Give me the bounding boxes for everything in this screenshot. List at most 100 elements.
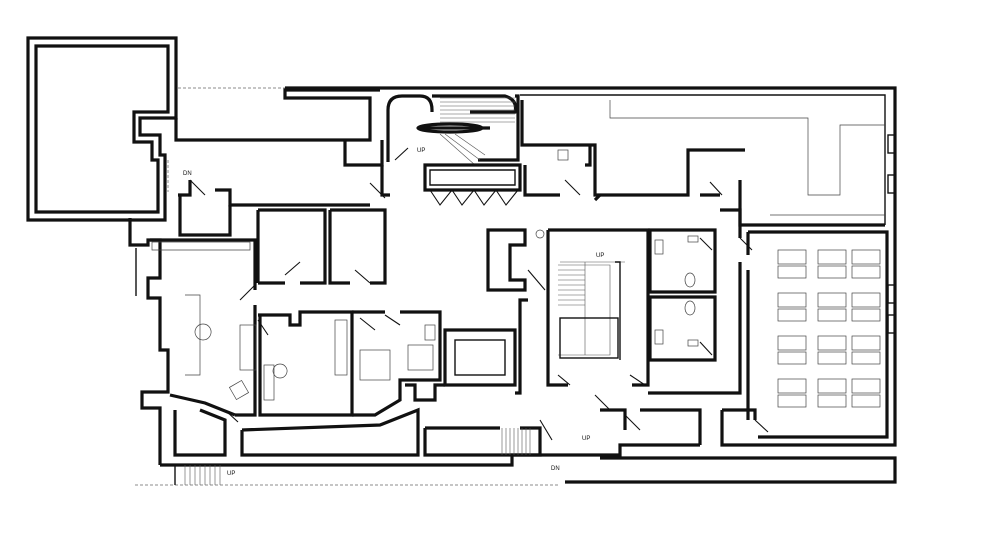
core-west-room <box>486 228 527 292</box>
sw-stair-treads <box>501 428 531 455</box>
reception-room <box>443 328 517 387</box>
north-stair-well <box>416 122 484 134</box>
door-14 <box>709 181 723 196</box>
doors <box>189 147 769 441</box>
door-18 <box>539 419 553 441</box>
door-15 <box>699 237 713 251</box>
restroom-2-fixtures <box>654 300 699 347</box>
reception-inner <box>454 339 506 376</box>
ne-room-a-right <box>585 145 592 167</box>
door-13 <box>564 179 581 196</box>
door-7 <box>257 319 269 336</box>
core-stair-enclosure <box>546 228 650 387</box>
ne-corridor-south <box>593 180 885 227</box>
office-c-shelf <box>424 324 436 341</box>
vestibule-east <box>380 165 390 197</box>
south-outer-wall <box>160 443 700 467</box>
central-core <box>486 208 742 395</box>
west-offices <box>150 238 442 417</box>
door-1 <box>189 179 206 196</box>
center-south <box>405 328 757 447</box>
exterior-walls <box>26 36 897 484</box>
door-10 <box>527 269 546 291</box>
door-6 <box>354 269 371 284</box>
sw-room-1 <box>173 408 227 457</box>
door-16 <box>699 341 713 356</box>
north-stair-fold-doors <box>429 189 519 206</box>
ne-counter <box>609 100 885 196</box>
door-3 <box>394 147 409 161</box>
ne-room-a-sink <box>557 149 569 161</box>
door-17 <box>739 237 753 251</box>
ne-room-a <box>520 100 745 197</box>
labels: DN UP UP UP UP DN <box>183 148 604 477</box>
corridor-west-room <box>178 180 370 207</box>
ne-room-a-left <box>523 165 560 197</box>
small-room-west <box>178 195 232 237</box>
restroom-2 <box>648 295 717 362</box>
door-22 <box>224 409 239 423</box>
label-dn-west: DN <box>183 171 192 177</box>
classroom-seats <box>777 249 881 408</box>
north-stair-base-inner <box>429 169 516 186</box>
door-8 <box>359 317 376 331</box>
door-5 <box>284 261 301 276</box>
sw-exterior-stair <box>135 465 560 486</box>
north-inner-line <box>520 94 886 225</box>
sw-room-2 <box>240 407 420 457</box>
nw-block-outer <box>26 36 178 222</box>
west-bay-wall <box>128 218 170 465</box>
sw-stair-room <box>423 426 542 457</box>
label-up-sw-stair: UP <box>227 471 235 477</box>
closet-room <box>328 208 387 285</box>
office-b-sink <box>272 363 288 379</box>
office-a-desk <box>239 324 257 371</box>
nw-rooms <box>178 140 390 285</box>
label-dn-south: DN <box>551 466 560 472</box>
north-stair-base <box>423 163 522 192</box>
office-c-wall <box>352 310 442 417</box>
vestibule-ne <box>343 140 384 167</box>
sw-rooms <box>135 407 560 486</box>
office-b-desk <box>263 364 275 401</box>
center-south-wall <box>405 383 445 402</box>
core-wall-fixture <box>535 229 545 239</box>
north-stair <box>386 94 522 206</box>
door-9 <box>384 314 401 326</box>
office-c-desk <box>359 349 391 381</box>
office-a-counter <box>151 241 251 376</box>
office-a-wall <box>150 238 257 417</box>
dashed-lines <box>167 87 285 192</box>
ne-windows <box>887 134 896 334</box>
door-20 <box>624 414 641 431</box>
office-a-chair <box>228 379 250 401</box>
restroom-1 <box>648 228 717 294</box>
label-up-south-stair: UP <box>582 436 590 442</box>
office-a-south <box>169 393 236 417</box>
door-19 <box>594 394 611 411</box>
restroom-1-fixtures <box>654 235 699 288</box>
south-bottom-wall <box>565 456 897 484</box>
pantry-room <box>258 208 327 285</box>
door-4 <box>239 284 256 301</box>
label-up-north-stair: UP <box>417 148 425 154</box>
label-up-core-stair: UP <box>596 253 604 259</box>
door-21 <box>754 419 769 433</box>
core-stair-treads <box>558 261 625 360</box>
north-stair-landing <box>420 94 520 162</box>
ne-rooms <box>520 100 896 334</box>
door-11 <box>557 374 571 386</box>
office-b-wall <box>258 310 354 417</box>
north-stair-treads <box>439 97 515 166</box>
se-closet <box>720 408 757 447</box>
north-corridor-wall <box>174 88 380 142</box>
east-room-wall <box>748 230 889 439</box>
office-b-cabinet <box>334 319 348 376</box>
door-2 <box>369 182 386 199</box>
door-12 <box>629 374 646 386</box>
core-surround-east <box>648 208 742 395</box>
core-corridor-south <box>515 298 528 395</box>
south-corridor-rooms <box>600 408 702 445</box>
nw-block-inner <box>34 44 170 214</box>
